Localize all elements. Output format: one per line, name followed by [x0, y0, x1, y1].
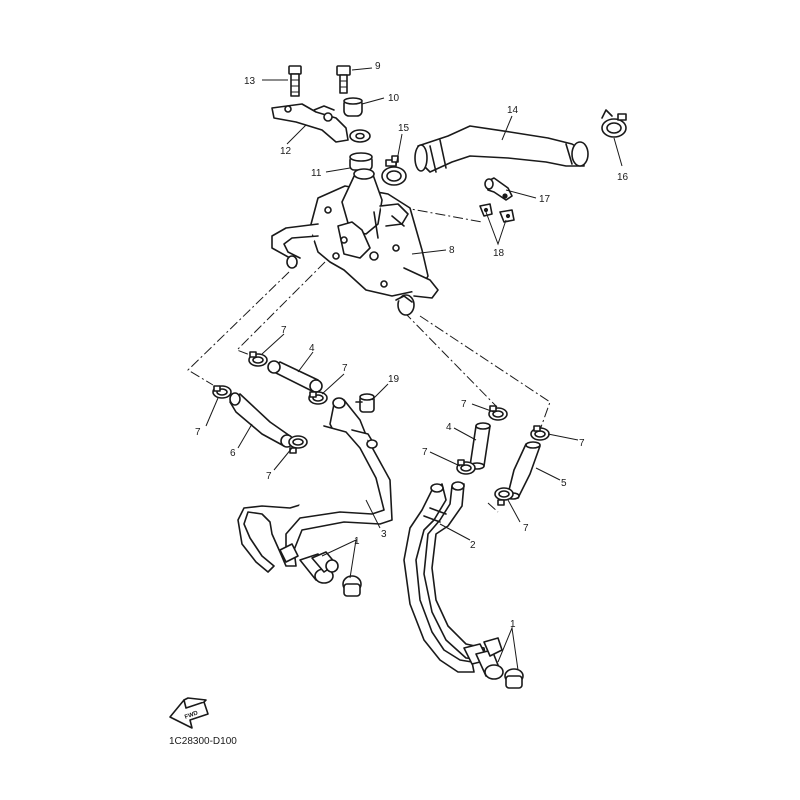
callout-13: 13: [244, 76, 256, 87]
callout-11: 11: [311, 168, 322, 179]
callout-7-h: 7: [523, 523, 529, 534]
clamp-15: [381, 155, 407, 186]
callout-3: 3: [381, 529, 387, 540]
bracket-12: [271, 103, 349, 143]
clamp-7-f: [456, 459, 476, 475]
callout-7-d: 7: [266, 471, 272, 482]
callout-12: 12: [280, 146, 292, 157]
hose-4-right: [469, 422, 491, 470]
clamp-7-d: [288, 435, 308, 454]
callout-5: 5: [561, 478, 567, 489]
cap-19: [355, 393, 375, 413]
hose-6: [229, 392, 294, 448]
fittings-1-right: [463, 637, 524, 689]
hose-14: [414, 125, 589, 173]
pipe-3: [237, 397, 393, 573]
callout-7-g: 7: [579, 438, 585, 449]
clamp-7-g: [530, 425, 550, 441]
hose-4-left: [267, 360, 323, 393]
clip-18: [479, 203, 515, 223]
air-valve-8: [271, 168, 439, 316]
callout-2: 2: [470, 540, 476, 551]
hose-17: [484, 177, 513, 201]
fwd-label: FWD: [184, 710, 200, 721]
pipe-2: [403, 481, 487, 673]
clamp-7-h: [494, 487, 514, 506]
callout-8: 8: [449, 245, 455, 256]
callout-15: 15: [398, 123, 410, 134]
callout-7-a: 7: [281, 325, 287, 336]
clamp-7-b: [308, 391, 328, 405]
diagram-code: 1C28300-D100: [169, 736, 237, 747]
callout-6: 6: [230, 448, 236, 459]
callout-9: 9: [375, 61, 381, 72]
clamp-7-e: [488, 405, 508, 421]
clamp-7-a: [248, 351, 268, 367]
callout-4-b: 4: [446, 422, 452, 433]
callout-16: 16: [617, 172, 629, 183]
collar-11: [349, 129, 373, 171]
callout-10: 10: [388, 93, 400, 104]
callout-1-a: 1: [354, 536, 360, 547]
callout-1-b: 1: [510, 619, 516, 630]
grommet-10: [343, 97, 363, 117]
callout-numbers: 13 9 10 12 11 15 14 16 17 18 8 7 4 7 19 …: [195, 61, 629, 630]
callout-7-f: 7: [422, 447, 428, 458]
callout-18: 18: [493, 248, 505, 259]
callout-14: 14: [507, 105, 519, 116]
clamp-16: [601, 109, 627, 138]
fittings-1-left: [279, 543, 362, 597]
fwd-arrow-icon: FWD: [169, 697, 209, 729]
callout-17: 17: [539, 194, 551, 205]
bolt-9: [336, 65, 351, 94]
callout-4-a: 4: [309, 343, 315, 354]
callout-19: 19: [388, 374, 400, 385]
leader-lines: [205, 67, 623, 671]
clamp-7-c: [212, 385, 232, 399]
callout-7-c: 7: [195, 427, 201, 438]
callout-7-b: 7: [342, 363, 348, 374]
bolt-13: [288, 65, 302, 97]
callout-7-e: 7: [461, 399, 467, 410]
